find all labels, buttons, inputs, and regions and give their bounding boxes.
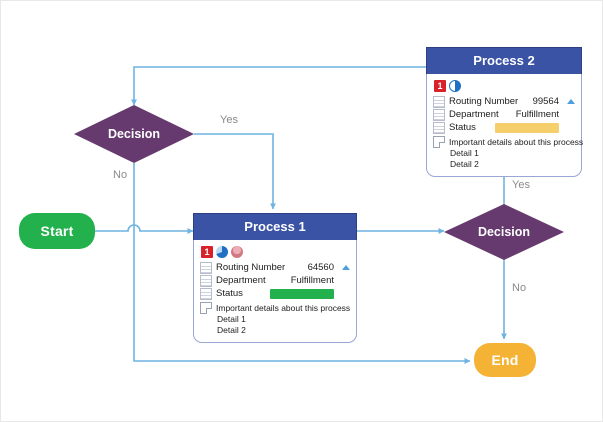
process2-field-department: Department Fulfillment	[433, 108, 575, 121]
edge-label-decision-right-no: No	[512, 282, 527, 294]
process2-body: 1 Routing Number 99564 Department Fulfil…	[426, 74, 583, 177]
process2-field-routing-number: Routing Number 99564	[433, 95, 575, 108]
process1-icon-row: 1	[201, 245, 350, 259]
caret-spacer	[338, 291, 350, 296]
caret-up-icon	[342, 265, 350, 270]
edge-label-decision-right-yes: Yes	[512, 179, 530, 191]
process1-field-department: Department Fulfillment	[200, 274, 350, 287]
edge-start-to-process1	[95, 224, 194, 234]
process1-field-routing-number: Routing Number 64560	[200, 261, 350, 274]
caret-spacer	[563, 125, 575, 130]
caret-spacer	[563, 112, 575, 117]
status-swatch	[495, 122, 559, 133]
node-end-label: End	[491, 352, 519, 368]
process2-title: Process 2	[426, 47, 582, 74]
field-label: Routing Number	[449, 96, 519, 107]
grid-icon	[200, 287, 212, 300]
detail-line: Detail 1	[217, 314, 246, 324]
node-process1[interactable]: Process 1 1 Routing Number 64560 Departm…	[193, 213, 357, 343]
node-end[interactable]: End	[474, 343, 536, 377]
edge-decision-left-yes-to-process1	[194, 133, 276, 210]
process2-detail-heading-row: Important details about this process	[433, 136, 583, 148]
process2-field-status: Status	[433, 121, 575, 134]
node-decision-right-label: Decision	[477, 225, 531, 239]
grid-icon	[433, 108, 445, 121]
node-decision-left-label: Decision	[107, 127, 161, 141]
grid-icon	[200, 261, 212, 274]
detail-line: Detail 2	[450, 159, 479, 169]
grid-icon	[433, 121, 445, 134]
process1-body: 1 Routing Number 64560 Department Fulfil…	[193, 240, 357, 343]
status-swatch	[270, 288, 334, 299]
edge-process2-to-decision-left	[131, 66, 426, 106]
detail-line: Detail 1	[450, 148, 479, 158]
half-circle-icon	[449, 80, 461, 92]
process1-detail-heading-row: Important details about this process	[200, 302, 350, 314]
caret-up-icon	[567, 99, 575, 104]
caret-spacer	[338, 278, 350, 283]
detail-heading: Important details about this process	[216, 303, 351, 313]
edge-label-decision-left-yes: Yes	[220, 114, 238, 126]
node-start[interactable]: Start	[19, 213, 95, 249]
document-icon	[200, 302, 212, 314]
detail-heading: Important details about this process	[449, 137, 584, 147]
grid-icon	[433, 95, 445, 108]
field-label: Status	[216, 288, 243, 299]
node-decision-right[interactable]: Decision	[444, 204, 564, 260]
field-label: Department	[216, 275, 266, 286]
grid-icon	[200, 274, 212, 287]
process1-title: Process 1	[193, 213, 357, 240]
field-value: 64560	[307, 262, 334, 273]
field-value: Fulfillment	[515, 109, 559, 120]
node-decision-left[interactable]: Decision	[74, 105, 194, 163]
document-icon	[433, 136, 445, 148]
field-value: Fulfillment	[290, 275, 334, 286]
edge-label-decision-left-no: No	[113, 169, 128, 181]
process2-icon-row: 1	[434, 79, 575, 93]
process1-field-status: Status	[200, 287, 350, 300]
detail-line: Detail 2	[217, 325, 246, 335]
person-alert-icon	[231, 246, 243, 258]
pie-chart-icon	[216, 246, 228, 258]
node-process2[interactable]: Process 2 1 Routing Number 99564 Departm…	[426, 47, 583, 177]
field-label: Department	[449, 109, 499, 120]
node-start-label: Start	[40, 223, 74, 239]
badge-one-icon: 1	[201, 246, 213, 258]
field-value: 99564	[532, 96, 559, 107]
badge-one-icon: 1	[434, 80, 446, 92]
field-label: Status	[449, 122, 476, 133]
field-label: Routing Number	[216, 262, 286, 273]
